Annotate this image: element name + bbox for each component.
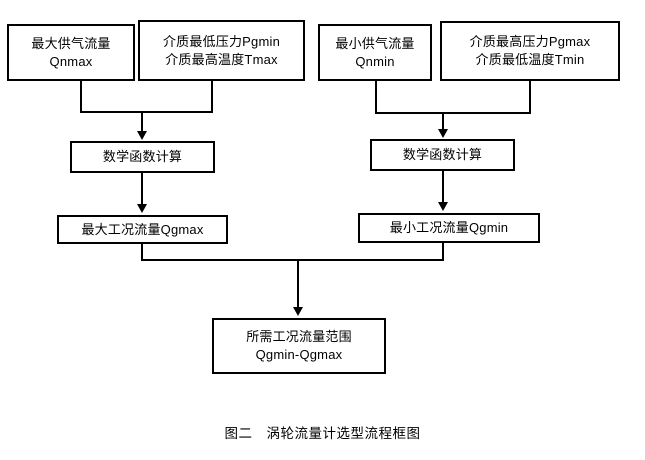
- connector-calc-right-to-qgmin: [442, 171, 444, 203]
- connector-qnmin-down: [375, 81, 377, 114]
- arrowhead-right-calc: [438, 129, 448, 138]
- node-range-line2: Qgmin-Qgmax: [255, 347, 343, 362]
- figure-caption: 图二涡轮流量计选型流程框图: [0, 422, 645, 442]
- node-pgmin-line2: 介质最高温度Tmax: [165, 51, 278, 67]
- arrowhead-left-calc: [137, 131, 147, 140]
- connector-bottom-merge-to-range: [297, 259, 299, 309]
- node-range-line1: 所需工况流量范围: [246, 329, 352, 345]
- connector-qnmax-down: [80, 81, 82, 113]
- connector-calc-left-to-qgmax: [141, 173, 143, 205]
- node-max-pressure-min-temp: 介质最高压力Pgmax 介质最低温度Tmin: [440, 21, 620, 81]
- connector-left-merge-to-calc: [141, 111, 143, 133]
- connector-right-merge-bar: [375, 112, 531, 114]
- node-pgmin-line1: 介质最低压力Pgmin: [162, 33, 281, 49]
- node-calc-right-label: 数学函数计算: [402, 147, 483, 163]
- connector-qgmin-down: [442, 243, 444, 261]
- node-min-working-flow-qgmin: 最小工况流量Qgmin: [358, 213, 540, 243]
- node-qnmin-line1: 最小供气流量: [335, 35, 415, 51]
- node-max-supply-flow: 最大供气流量 Qnmax: [7, 24, 135, 81]
- node-min-pressure-max-temp: 介质最低压力Pgmin 介质最高温度Tmax: [138, 20, 305, 81]
- arrowhead-range: [293, 307, 303, 316]
- connector-pgmax-down: [529, 81, 531, 114]
- node-qgmin-label: 最小工况流量Qgmin: [389, 220, 509, 236]
- node-pgmax-line2: 介质最低温度Tmin: [475, 52, 585, 67]
- arrowhead-qgmin: [438, 202, 448, 211]
- node-max-working-flow-qgmax: 最大工况流量Qgmax: [57, 215, 228, 244]
- connector-right-merge-to-calc: [442, 112, 444, 131]
- node-required-working-flow-range: 所需工况流量范围 Qgmin-Qgmax: [212, 318, 386, 374]
- figure-caption-label: 图二: [224, 426, 253, 441]
- node-qgmax-label: 最大工况流量Qgmax: [81, 221, 204, 237]
- node-math-function-calculation-right: 数学函数计算: [370, 139, 515, 171]
- connector-qgmax-down: [141, 244, 143, 261]
- connector-pgmin-down: [211, 81, 213, 113]
- node-pgmax-line1: 介质最高压力Pgmax: [469, 34, 591, 50]
- node-qnmin-line2: Qnmin: [355, 53, 395, 69]
- arrowhead-qgmax: [137, 204, 147, 213]
- node-calc-left-label: 数学函数计算: [102, 149, 183, 165]
- node-min-supply-flow: 最小供气流量 Qnmin: [318, 24, 432, 81]
- node-qnmax-line1: 最大供气流量: [31, 35, 111, 51]
- connector-bottom-merge-bar: [141, 259, 444, 261]
- node-qnmax-line2: Qnmax: [49, 53, 93, 69]
- connector-left-merge-bar: [80, 111, 213, 113]
- node-math-function-calculation-left: 数学函数计算: [70, 141, 215, 173]
- figure-caption-title: 涡轮流量计选型流程框图: [266, 426, 421, 441]
